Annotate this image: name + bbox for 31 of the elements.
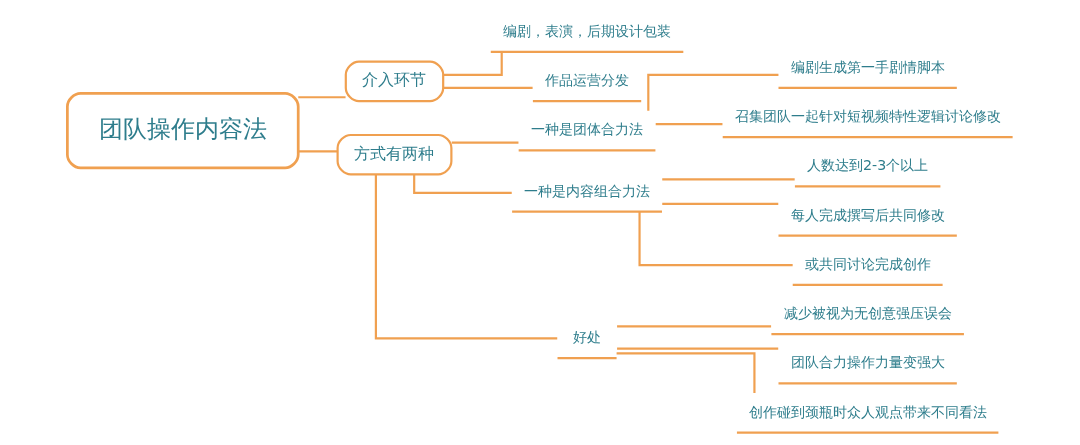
connector xyxy=(662,202,779,205)
connector xyxy=(617,325,772,328)
connector xyxy=(443,86,533,90)
connector xyxy=(451,141,519,144)
connector xyxy=(616,352,756,394)
node-text: 人数达到2-3个以上 xyxy=(807,157,929,174)
node-text: 编剧，表演，后期设计包装 xyxy=(503,22,672,39)
connector xyxy=(638,211,793,267)
connector xyxy=(413,174,512,195)
node-text: 编剧生成第一手剧情脚本 xyxy=(790,58,945,75)
connector xyxy=(662,178,795,181)
node-text: 一种是内容组合力法 xyxy=(524,182,651,199)
node-text: 每人完成撰写后共同修改 xyxy=(790,206,945,223)
node-text: 减少被视为无创意强压误会 xyxy=(783,305,952,322)
connector xyxy=(655,122,723,126)
node-text: 团队合力操作力量变强大 xyxy=(790,354,945,371)
connector xyxy=(617,347,779,350)
node-text: 召集团队一起针对短视频特性逻辑讨论修改 xyxy=(734,108,1001,125)
node-text: 或共同讨论完成创作 xyxy=(804,255,931,272)
node-box: 方式有两种 xyxy=(336,133,453,176)
node-box: 介入环节 xyxy=(344,60,445,103)
node-text: 创作碰到颈瓶时众人观点带来不同看法 xyxy=(748,403,987,420)
node-text: 作品运营分发 xyxy=(545,72,630,89)
node-text: 好处 xyxy=(573,329,602,346)
connector xyxy=(443,51,503,76)
connector xyxy=(647,73,779,111)
connector xyxy=(298,96,346,99)
connector xyxy=(298,150,338,153)
node-box: 团队操作内容法 xyxy=(66,92,300,170)
connector xyxy=(374,174,558,340)
node-text: 一种是团体合力法 xyxy=(531,121,644,138)
